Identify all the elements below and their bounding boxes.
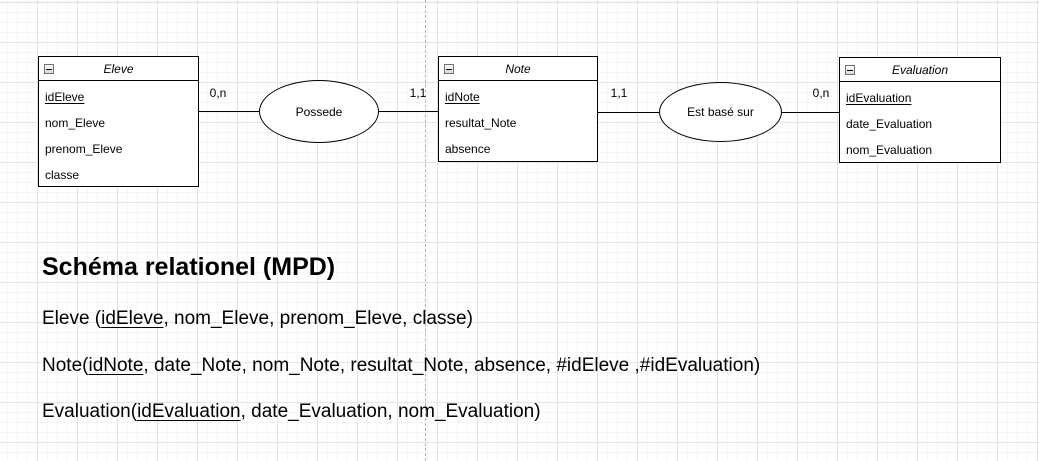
- entity-evaluation[interactable]: Evaluation idEvaluation date_Evaluation …: [839, 57, 1001, 163]
- attribute-row: date_Evaluation: [846, 117, 933, 131]
- attribute-row: idEleve: [45, 90, 85, 104]
- relationship-label: Possede: [295, 104, 343, 119]
- relationship-possede[interactable]: Possede: [259, 80, 379, 143]
- schema-text: Eleve (: [42, 308, 102, 329]
- attribute-row: classe: [45, 168, 80, 182]
- schema-primary-key: idEvaluation: [137, 401, 241, 422]
- attribute-row: nom_Eleve: [45, 116, 106, 130]
- schema-line-eleve: Eleve (idEleve, nom_Eleve, prenom_Eleve,…: [42, 308, 473, 330]
- schema-primary-key: idNote: [88, 355, 144, 376]
- schema-primary-key: idEleve: [101, 308, 164, 329]
- relationship-est-base-sur[interactable]: Est basé sur: [659, 82, 782, 142]
- cardinality-label: 1,1: [610, 86, 628, 100]
- page-break-line: [425, 0, 426, 461]
- entity-note[interactable]: Note idNote resultat_Note absence: [438, 56, 598, 162]
- entity-header: Note: [439, 57, 597, 81]
- schema-text: , nom_Eleve, prenom_Eleve, classe): [163, 308, 473, 329]
- entity-header: Eleve: [39, 57, 198, 81]
- schema-text: Note(: [42, 355, 89, 376]
- schema-line-evaluation: Evaluation(idEvaluation, date_Evaluation…: [42, 401, 541, 423]
- attribute-row: absence: [445, 142, 491, 156]
- edge-estbasesur-evaluation[interactable]: [781, 112, 839, 113]
- schema-text: Evaluation(: [42, 401, 138, 422]
- entity-title: Eleve: [103, 61, 134, 76]
- attribute-row: prenom_Eleve: [45, 142, 123, 156]
- entity-attributes: idEleve nom_Eleve prenom_Eleve classe: [39, 81, 198, 189]
- attribute-row: nom_Evaluation: [846, 143, 933, 157]
- entity-attributes: idEvaluation date_Evaluation nom_Evaluat…: [840, 82, 1000, 164]
- schema-text: , date_Evaluation, nom_Evaluation): [240, 401, 541, 422]
- schema-line-note: Note(idNote, date_Note, nom_Note, result…: [42, 355, 760, 377]
- edge-note-estbasesur[interactable]: [598, 112, 659, 113]
- edge-eleve-possede[interactable]: [198, 111, 259, 112]
- entity-attributes: idNote resultat_Note absence: [439, 81, 597, 163]
- cardinality-label: 0,n: [209, 86, 227, 100]
- schema-heading: Schéma relationel (MPD): [42, 253, 336, 281]
- cardinality-label: 1,1: [409, 86, 427, 100]
- relationship-label: Est basé sur: [687, 105, 754, 119]
- collapse-icon[interactable]: [845, 65, 855, 75]
- collapse-icon[interactable]: [44, 64, 54, 74]
- cardinality-label: 0,n: [812, 86, 830, 100]
- edge-possede-note[interactable]: [379, 111, 438, 112]
- attribute-row: resultat_Note: [445, 116, 517, 130]
- collapse-icon[interactable]: [444, 64, 454, 74]
- attribute-row: idEvaluation: [846, 91, 912, 105]
- entity-header: Evaluation: [840, 58, 1000, 82]
- attribute-row: idNote: [445, 90, 480, 104]
- entity-title: Evaluation: [891, 62, 949, 77]
- entity-eleve[interactable]: Eleve idEleve nom_Eleve prenom_Eleve cla…: [38, 56, 199, 187]
- schema-text: , date_Note, nom_Note, resultat_Note, ab…: [143, 355, 761, 376]
- entity-title: Note: [505, 61, 531, 76]
